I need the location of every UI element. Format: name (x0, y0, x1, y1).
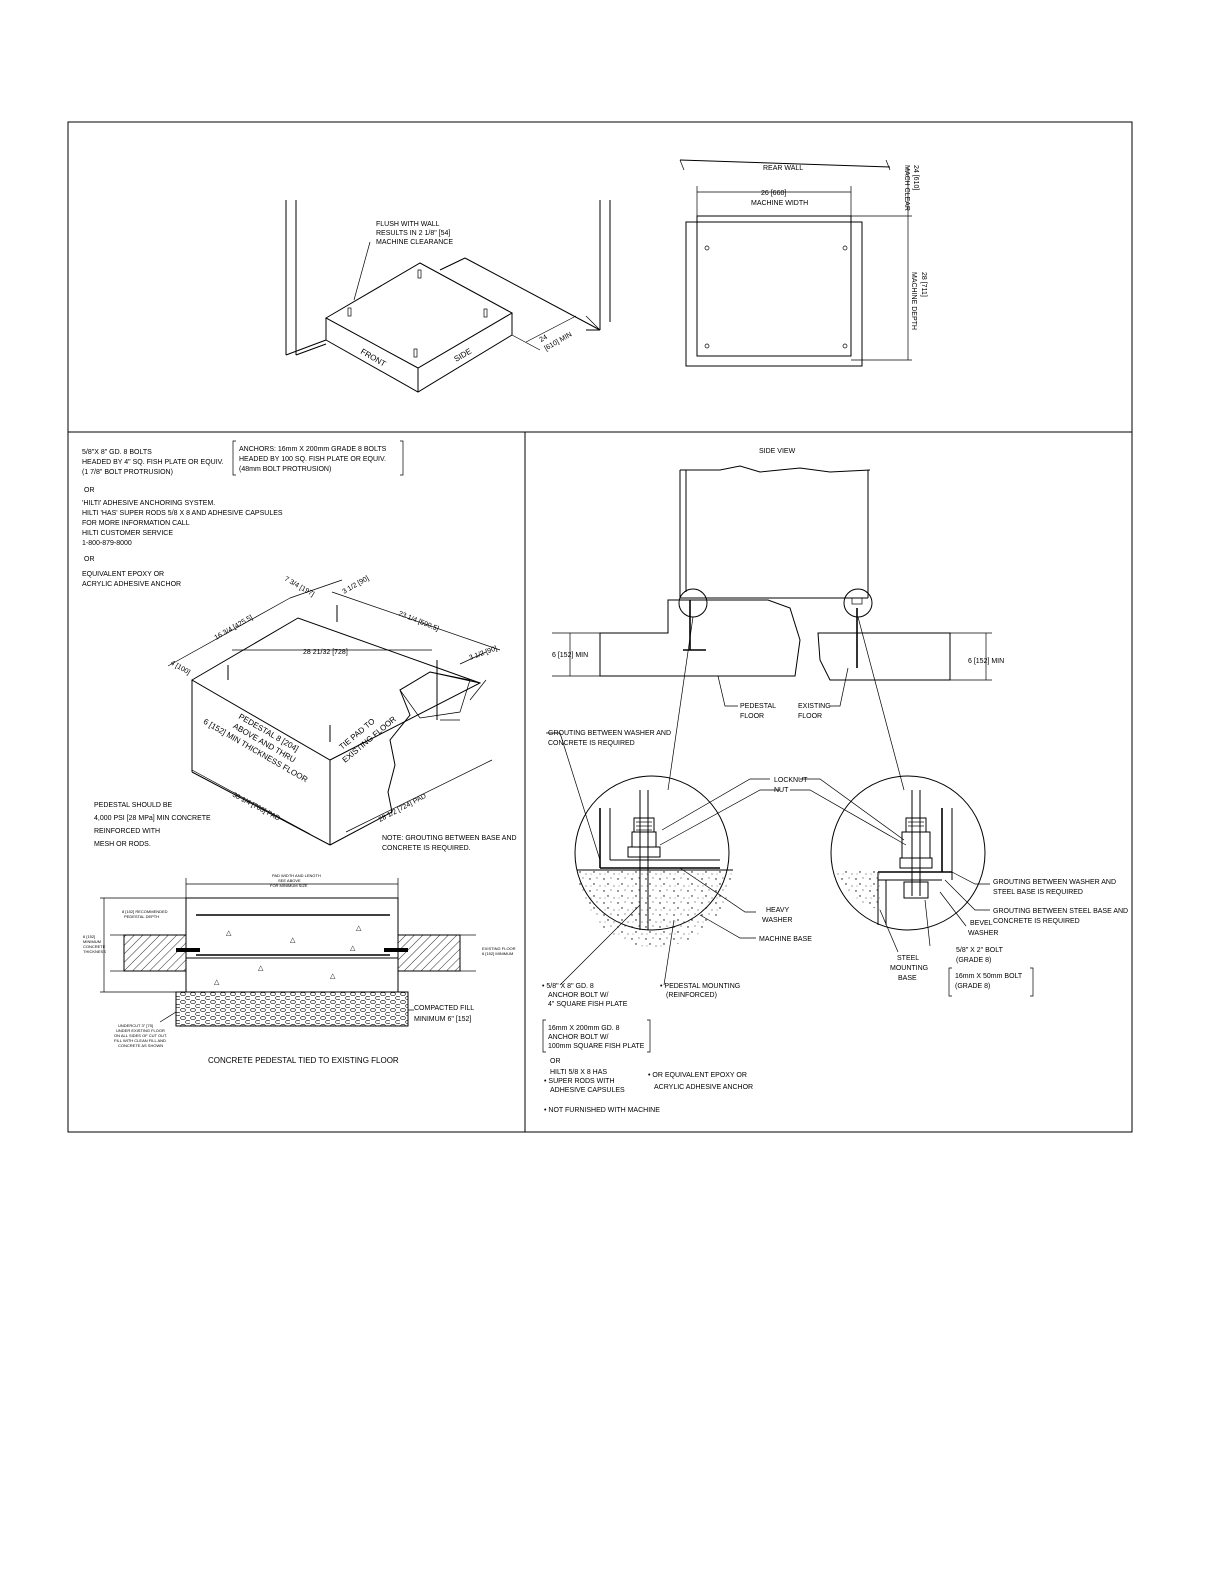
pedestal-floor-label: PEDESTAL FLOOR (740, 703, 778, 720)
pedestal-spec: PEDESTAL SHOULD BE 4,000 PSI [28 MPa] MI… (94, 802, 213, 848)
dim-28-1-2: 28 1/2 [724] PAD (378, 793, 428, 824)
hilti-note: 'HILTI' ADHESIVE ANCHORING SYSTEM. HILTI… (82, 500, 285, 547)
bolt-5-8-label: 5/8" X 2" BOLT (GRADE 8) (956, 947, 1005, 964)
svg-text:△: △ (350, 945, 356, 952)
rear-wall-label: REAR WALL (763, 165, 803, 172)
or-label-side: OR (550, 1058, 561, 1065)
svg-text:△: △ (226, 930, 232, 937)
section-caption: CONCRETE PEDESTAL TIED TO EXISTING FLOOR (208, 1056, 399, 1065)
cut-floor-section (399, 671, 471, 719)
grout-note: NOTE: GROUTING BETWEEN BASE AND CONCRETE… (382, 835, 519, 852)
dim-4: 4 [100] (169, 660, 191, 677)
section-top-note: PAD WIDTH AND LENGTH SEE ABOVE FOR MINIM… (270, 873, 322, 888)
iso-corner-view (285, 200, 611, 393)
pedestal-section: △ △ △ △ △ △ △ (100, 878, 476, 1027)
section-left-note: 6 [152] MINIMUM CONCRETE THICKNESS (83, 934, 107, 954)
or-label-2: OR (84, 556, 95, 563)
detail-left (574, 775, 733, 948)
width-value: 26 [660] (761, 190, 786, 197)
bolt-16mm-label: 16mm X 50mm BOLT (GRADE 8) (955, 973, 1024, 990)
undercut-note: UNDERCUT 3" [75] UNDER EXISTING FLOOR ON… (114, 1023, 168, 1048)
front-label: FRONT (359, 347, 387, 369)
side-label: SIDE (453, 347, 474, 364)
svg-text:△: △ (258, 965, 264, 972)
detail-right (830, 775, 986, 931)
anchor-bolt-note: • 5/8" X 8" GD. 8 ANCHOR BOLT W/ 4" SQUA… (542, 983, 628, 1008)
svg-text:△: △ (214, 979, 220, 986)
flush-note: FLUSH WITH WALL RESULTS IN 2 1/8" [54] M… (376, 221, 453, 246)
width-label: MACHINE WIDTH (751, 200, 808, 207)
not-furnished-note: • NOT FURNISHED WITH MACHINE (544, 1107, 660, 1114)
existing-floor-label: EXISTING FLOOR (798, 703, 833, 720)
or-label-1: OR (84, 487, 95, 494)
anchor-metric-note-side: 16mm X 200mm GD. 8 ANCHOR BOLT W/ 100mm … (548, 1025, 645, 1050)
anchor-imperial-note: 5/8"X 8" GD. 8 BOLTS HEADED BY 4" SQ. FI… (82, 449, 226, 476)
svg-text:△: △ (290, 937, 296, 944)
side-view-drawing (552, 465, 992, 791)
dim-left-label: 6 [152] MIN (552, 652, 588, 659)
pedestal-note: PEDESTAL 8 [204] ABOVE AND THRU 6 [152] … (202, 698, 321, 784)
dim-23-1-4: 23 1/4 [590.5] (397, 610, 439, 633)
clear-label: 24 [610] MACH CLEAR (903, 165, 919, 211)
anchor-metric-note: ANCHORS: 16mm X 200mm GRADE 8 BOLTS HEAD… (239, 446, 388, 473)
anchor-metric-bracket (542, 1019, 651, 1053)
depth-label: 28 [711] MACHINE DEPTH (910, 272, 927, 330)
dim-3-1-2-top: 3 1/2 [90] (342, 575, 371, 596)
pedestal-iso (167, 579, 501, 846)
dim-30-1-4: 30 1/4 [768] PAD (231, 792, 281, 823)
tie-note: TIE PAD TO EXISTING FLOOR (333, 705, 398, 764)
dim-16-3-4: 16 3/4 [425.5] (214, 614, 255, 641)
dim-28-21-32: 28 21/32 [728] (303, 649, 348, 656)
side-view-title: SIDE VIEW (759, 448, 796, 455)
bevel-washer-label: BEVEL WASHER (968, 920, 998, 937)
svg-text:△: △ (356, 925, 362, 932)
epoxy-note-side: • OR EQUIVALENT EPOXY OR ACRYLIC ADHESIV… (648, 1072, 753, 1091)
dim-right-label: 6 [152] MIN (968, 658, 1004, 665)
dim-3-1-2-right: 3 1/2 [90] (468, 645, 498, 662)
section-rebar-note: 8 [152] RECOMMENDED PEDESTAL DEPTH (122, 909, 169, 919)
sheet-frame (67, 121, 1133, 1133)
epoxy-note: EQUIVALENT EPOXY OR ACRYLIC ADHESIVE ANC… (82, 571, 181, 588)
machine-base-label: MACHINE BASE (759, 936, 812, 943)
plan-view (679, 159, 912, 367)
compacted-fill-note: COMPACTED FILL MINIMUM 6" [152] (414, 1005, 476, 1023)
steel-base-label: STEEL MOUNTING BASE (890, 955, 930, 982)
min-clear-label: 24 [610] MIN (539, 323, 574, 353)
grout-washer-concrete-note: GROUTING BETWEEN WASHER AND CONCRETE IS … (548, 730, 673, 747)
metric-bracket (232, 440, 404, 476)
nut-label: NUT (774, 787, 789, 794)
pedestal-mounting-note: • PEDESTAL MOUNTING (REINFORCED) (660, 983, 742, 999)
locknut-label: LOCKNUT (774, 777, 808, 784)
bolt-16mm-bracket (948, 967, 1034, 997)
hilti-note-side: HILTI 5/8 X 8 HAS • SUPER RODS WITH ADHE… (544, 1069, 625, 1094)
leader-lines (546, 732, 990, 986)
section-right-note: EXISTING FLOOR 6 [152] MINIMUM (482, 946, 517, 956)
grout-steel-concrete-note: GROUTING BETWEEN STEEL BASE AND CONCRETE… (993, 908, 1130, 925)
grout-washer-steel-note: GROUTING BETWEEN WASHER AND STEEL BASE I… (993, 879, 1118, 896)
svg-text:△: △ (330, 973, 336, 980)
heavy-washer-label: HEAVY WASHER (762, 907, 792, 924)
